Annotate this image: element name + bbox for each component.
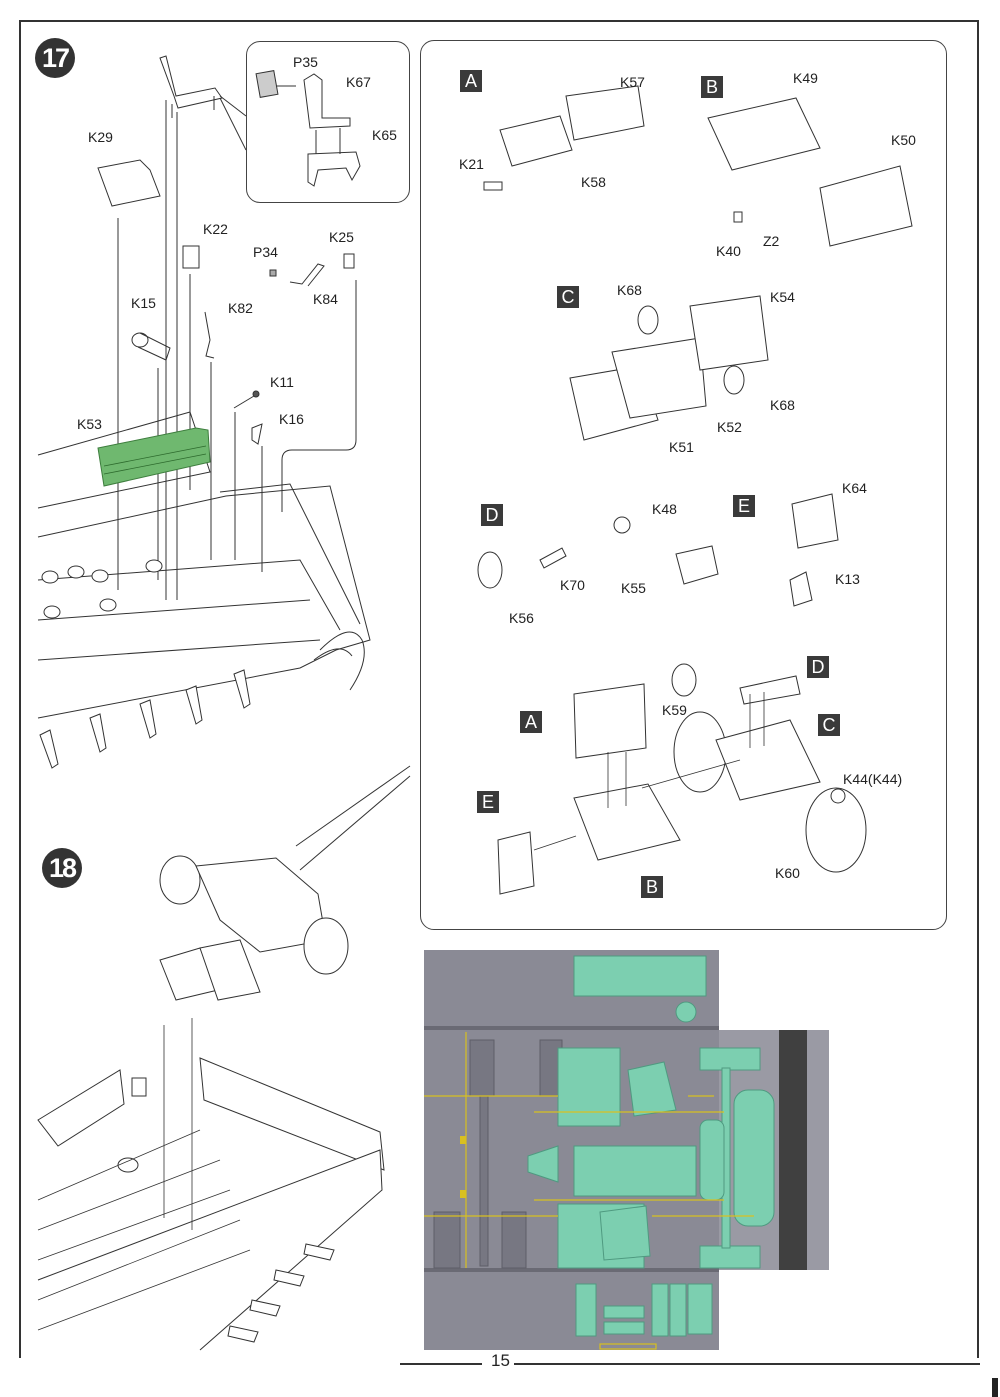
label-k84: K84: [313, 291, 338, 307]
footer-rule-right: [514, 1363, 980, 1365]
final-e-badge: E: [477, 791, 499, 813]
bulkhead: [779, 1030, 807, 1270]
transmission-block: [573, 1145, 697, 1197]
label-k11: K11: [270, 374, 294, 390]
label-k58: K58: [581, 174, 606, 190]
subassembly-letter: D: [485, 505, 499, 525]
label-k22: K22: [203, 221, 228, 237]
page-frame: [19, 20, 979, 1358]
page-edge-mark: [992, 1378, 998, 1397]
engine-block: [733, 1089, 775, 1227]
label-k44: K44(K44): [843, 771, 903, 787]
subassembly-a-badge: A: [460, 70, 482, 92]
label-k16: K16: [279, 411, 304, 427]
step-number: 18: [48, 852, 77, 883]
step-number: 17: [41, 42, 70, 73]
label-k29: K29: [88, 129, 113, 145]
final-d-badge: D: [807, 656, 829, 678]
label-k65: K65: [372, 127, 397, 143]
subassembly-c-badge: C: [557, 286, 579, 308]
page-number: 15: [487, 1351, 514, 1371]
label-p34: P34: [253, 244, 278, 260]
label-k59: K59: [662, 702, 687, 718]
subassembly-b-badge: B: [701, 76, 723, 98]
engine-bay-render: [424, 950, 829, 1350]
label-k40: K40: [716, 243, 741, 259]
label-k64: K64: [842, 480, 867, 496]
subassembly-letter: A: [464, 71, 477, 91]
final-b-badge: B: [641, 876, 663, 898]
subassembly-d-badge: D: [481, 504, 503, 526]
subassembly-letter: E: [481, 792, 494, 812]
label-k51: K51: [669, 439, 694, 455]
label-k54: K54: [770, 289, 795, 305]
subassembly-letter: D: [811, 657, 825, 677]
top-stowage-box: [573, 955, 707, 997]
subassembly-e-badge: E: [733, 495, 755, 517]
label-k68-top: K68: [617, 282, 642, 298]
final-a-badge: A: [520, 711, 542, 733]
final-c-badge: C: [818, 714, 840, 736]
label-z2: Z2: [763, 233, 780, 249]
alignment-guides: [424, 1032, 754, 1350]
label-k21: K21: [459, 156, 484, 172]
label-k15: K15: [131, 295, 156, 311]
subassembly-letter: E: [737, 496, 750, 516]
label-k49: K49: [793, 70, 818, 86]
label-k57: K57: [620, 74, 645, 90]
left-mesh-panel: [557, 1047, 621, 1127]
label-p35: P35: [293, 54, 318, 70]
seat-detail-inset: [246, 41, 410, 203]
step-18-badge: 18: [42, 848, 82, 888]
label-k48: K48: [652, 501, 677, 517]
subassembly-letter: B: [705, 77, 718, 97]
footer-rule-left: [400, 1363, 482, 1365]
label-k82: K82: [228, 300, 253, 316]
subassembly-letter: C: [822, 715, 836, 735]
step-17-badge: 17: [35, 38, 75, 78]
label-k56: K56: [509, 610, 534, 626]
subassembly-letter: C: [561, 287, 575, 307]
label-k25: K25: [329, 229, 354, 245]
k53-highlight: [97, 427, 211, 487]
subassembly-letter: A: [524, 712, 537, 732]
label-k60: K60: [775, 865, 800, 881]
engine-subassembly-panel: [420, 40, 947, 930]
label-k70: K70: [560, 577, 585, 593]
label-k67: K67: [346, 74, 371, 90]
label-k55: K55: [621, 580, 646, 596]
label-k52: K52: [717, 419, 742, 435]
seat-part: [159, 55, 223, 109]
label-k68-bottom: K68: [770, 397, 795, 413]
subassembly-letter: B: [645, 877, 658, 897]
label-k13: K13: [835, 571, 860, 587]
label-k50: K50: [891, 132, 916, 148]
label-k53: K53: [77, 416, 102, 432]
